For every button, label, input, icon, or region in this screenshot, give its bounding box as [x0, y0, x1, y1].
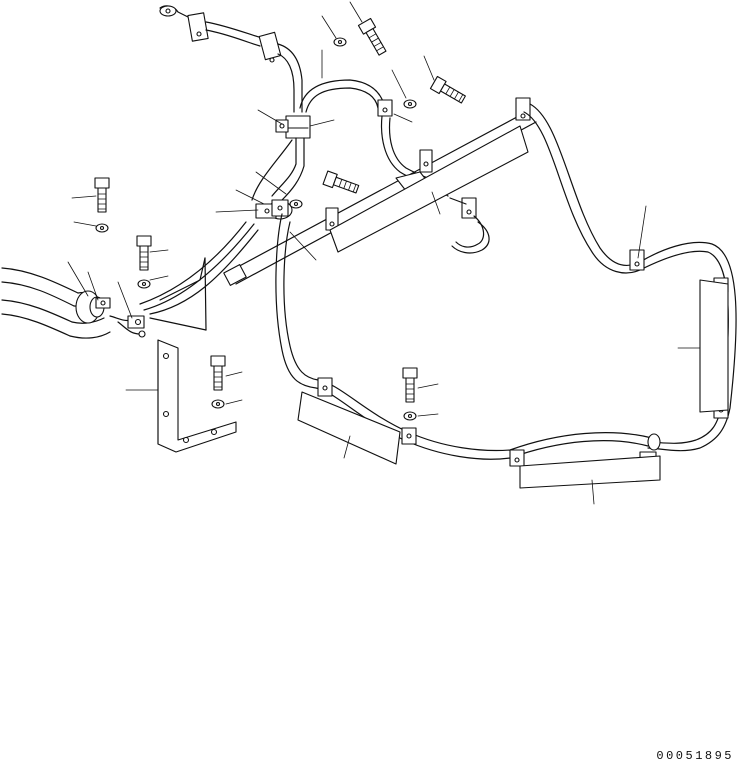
main-cable-bundle [1, 267, 146, 339]
clip-top-2 [258, 31, 282, 61]
leader-lines [67, 1, 701, 505]
bolt-icon [402, 367, 418, 403]
branch-wires-left [139, 221, 259, 331]
sleeve-right [699, 279, 729, 413]
clip-right-1 [629, 249, 645, 271]
long-conduit [223, 97, 537, 286]
sleeve-upper [329, 125, 529, 253]
connector-plug [223, 264, 247, 286]
bolt-icon [322, 170, 360, 194]
bolt-icon [94, 177, 110, 213]
bolt-icon [357, 17, 387, 56]
clip-top-1 [187, 12, 209, 42]
upper-harness [159, 5, 303, 113]
terminal-right [461, 197, 477, 219]
sleeve-lower-right [519, 455, 661, 489]
protective-sleeves [297, 125, 729, 489]
central-clamp [251, 115, 311, 220]
drawing-part-number: 00051895 [656, 749, 734, 763]
fasteners [94, 17, 466, 421]
bolt-icon [210, 355, 226, 391]
bolt-icon [429, 75, 466, 104]
bolt-icon [136, 235, 152, 271]
mounting-bracket [157, 339, 237, 453]
sleeve-lower-left [297, 391, 401, 465]
